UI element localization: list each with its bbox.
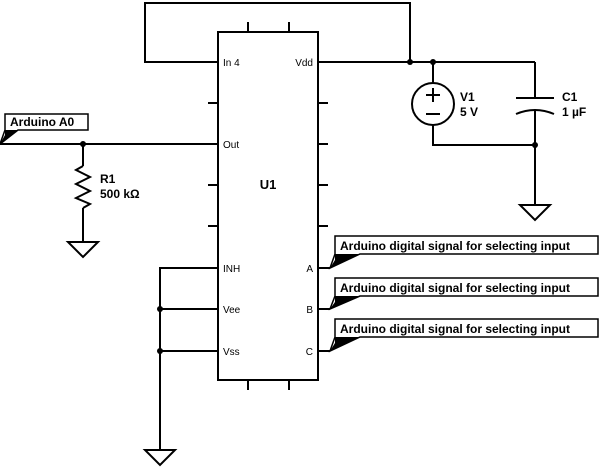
flag-pointer	[330, 254, 360, 268]
select-net-c: Arduino digital signal for selecting inp…	[318, 318, 599, 353]
pin-label-c: C	[306, 347, 313, 358]
voltage-source-v1: V1 5 V	[411, 62, 538, 148]
ic-u1: In 4 Vdd Out INH Vee Vss A B C U1	[208, 22, 328, 390]
pin-label-vee: Vee	[223, 305, 241, 316]
capacitor-c1: C1 1 µF	[515, 62, 586, 205]
pin-label-in4: In 4	[223, 58, 240, 69]
v1-ref: V1	[460, 90, 475, 104]
pin-label-a: A	[306, 264, 313, 275]
pin-label-out: Out	[223, 140, 239, 151]
net-label-a0: Arduino A0	[10, 115, 75, 129]
ground-icon	[65, 241, 101, 259]
wire-in4-loop	[144, 2, 411, 63]
wire-inh	[159, 267, 218, 450]
ground-symbol	[517, 204, 553, 222]
r1-value: 500 kΩ	[100, 187, 140, 201]
c1-ref: C1	[562, 90, 578, 104]
feedback-wire	[144, 2, 535, 65]
resistor-r1: R1 500 kΩ	[65, 144, 140, 259]
resistor-zigzag	[73, 165, 93, 209]
pin-label-vss: Vss	[223, 347, 240, 358]
net-label-b: Arduino digital signal for selecting inp…	[340, 281, 570, 295]
junction-dot	[407, 59, 413, 65]
ground-icon	[142, 449, 178, 467]
pin-label-inh: INH	[223, 264, 240, 275]
junction-dot	[157, 348, 163, 354]
v1-value: 5 V	[460, 105, 478, 119]
ground-icon	[517, 204, 553, 222]
c1-value: 1 µF	[562, 105, 586, 119]
select-net-b: Arduino digital signal for selecting inp…	[318, 277, 599, 311]
r1-ref: R1	[100, 172, 116, 186]
flag-pointer	[330, 296, 360, 309]
pin-label-vdd: Vdd	[295, 58, 313, 69]
flag-pointer	[0, 130, 18, 144]
pin-label-b: B	[306, 305, 313, 316]
junction-dot	[157, 306, 163, 312]
analog-output-net: Arduino A0	[0, 113, 218, 147]
select-net-a: Arduino digital signal for selecting inp…	[318, 235, 599, 270]
net-label-a: Arduino digital signal for selecting inp…	[340, 239, 570, 253]
flag-pointer	[330, 337, 360, 351]
ic-body	[217, 31, 319, 381]
ground-net	[142, 267, 218, 467]
net-label-c: Arduino digital signal for selecting inp…	[340, 322, 570, 336]
ic-ref-label: U1	[260, 177, 277, 192]
wire-v1-bottom	[432, 125, 535, 146]
